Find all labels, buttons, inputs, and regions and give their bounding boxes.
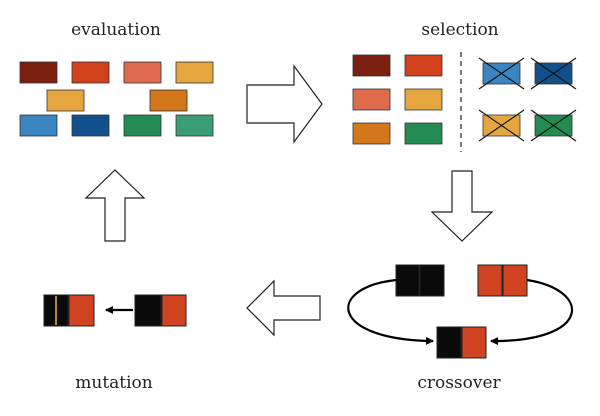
selected-dark-red [352, 54, 391, 77]
crossover-arc-left [347, 278, 434, 345]
evaluation-label: evaluation [71, 20, 161, 40]
selection-kept [352, 54, 443, 145]
selection-label: selection [421, 20, 499, 40]
arrow-mutation-to-evaluation [84, 169, 146, 242]
crossover-parent-red [477, 264, 528, 297]
discarded-yellow-orange [478, 109, 525, 142]
individual-dark-red [19, 61, 58, 84]
discarded-green [530, 109, 577, 142]
individual-green [123, 114, 162, 137]
individual-yellow-orange [175, 61, 214, 84]
arrow-evaluation-to-selection [246, 64, 323, 144]
individual-red-orange [71, 61, 110, 84]
mutation-label: mutation [75, 373, 153, 393]
individual-orange [149, 89, 188, 112]
selected-yellow-orange [404, 88, 443, 111]
discarded-dark-blue [530, 57, 577, 90]
mutation-result [43, 294, 95, 327]
crossover-child [436, 326, 487, 359]
individual-blue [19, 114, 58, 137]
selected-salmon [352, 88, 391, 111]
arrow-selection-to-crossover [430, 170, 494, 242]
individual-teal-green [175, 114, 214, 137]
selected-red-orange [404, 54, 443, 77]
crossover-arc-right [490, 278, 573, 346]
individual-salmon [123, 61, 162, 84]
arrow-crossover-to-mutation [246, 279, 321, 337]
discarded-blue [478, 57, 525, 90]
crossover-label: crossover [417, 373, 501, 393]
selection-discarded [478, 57, 577, 142]
evaluation-population [19, 61, 214, 137]
selected-green [404, 122, 443, 145]
individual-dark-blue [71, 114, 110, 137]
crossover-parent-black [395, 264, 445, 297]
mutation-original [134, 294, 187, 327]
individual-yellow-orange [46, 89, 85, 112]
selected-orange [352, 122, 391, 145]
